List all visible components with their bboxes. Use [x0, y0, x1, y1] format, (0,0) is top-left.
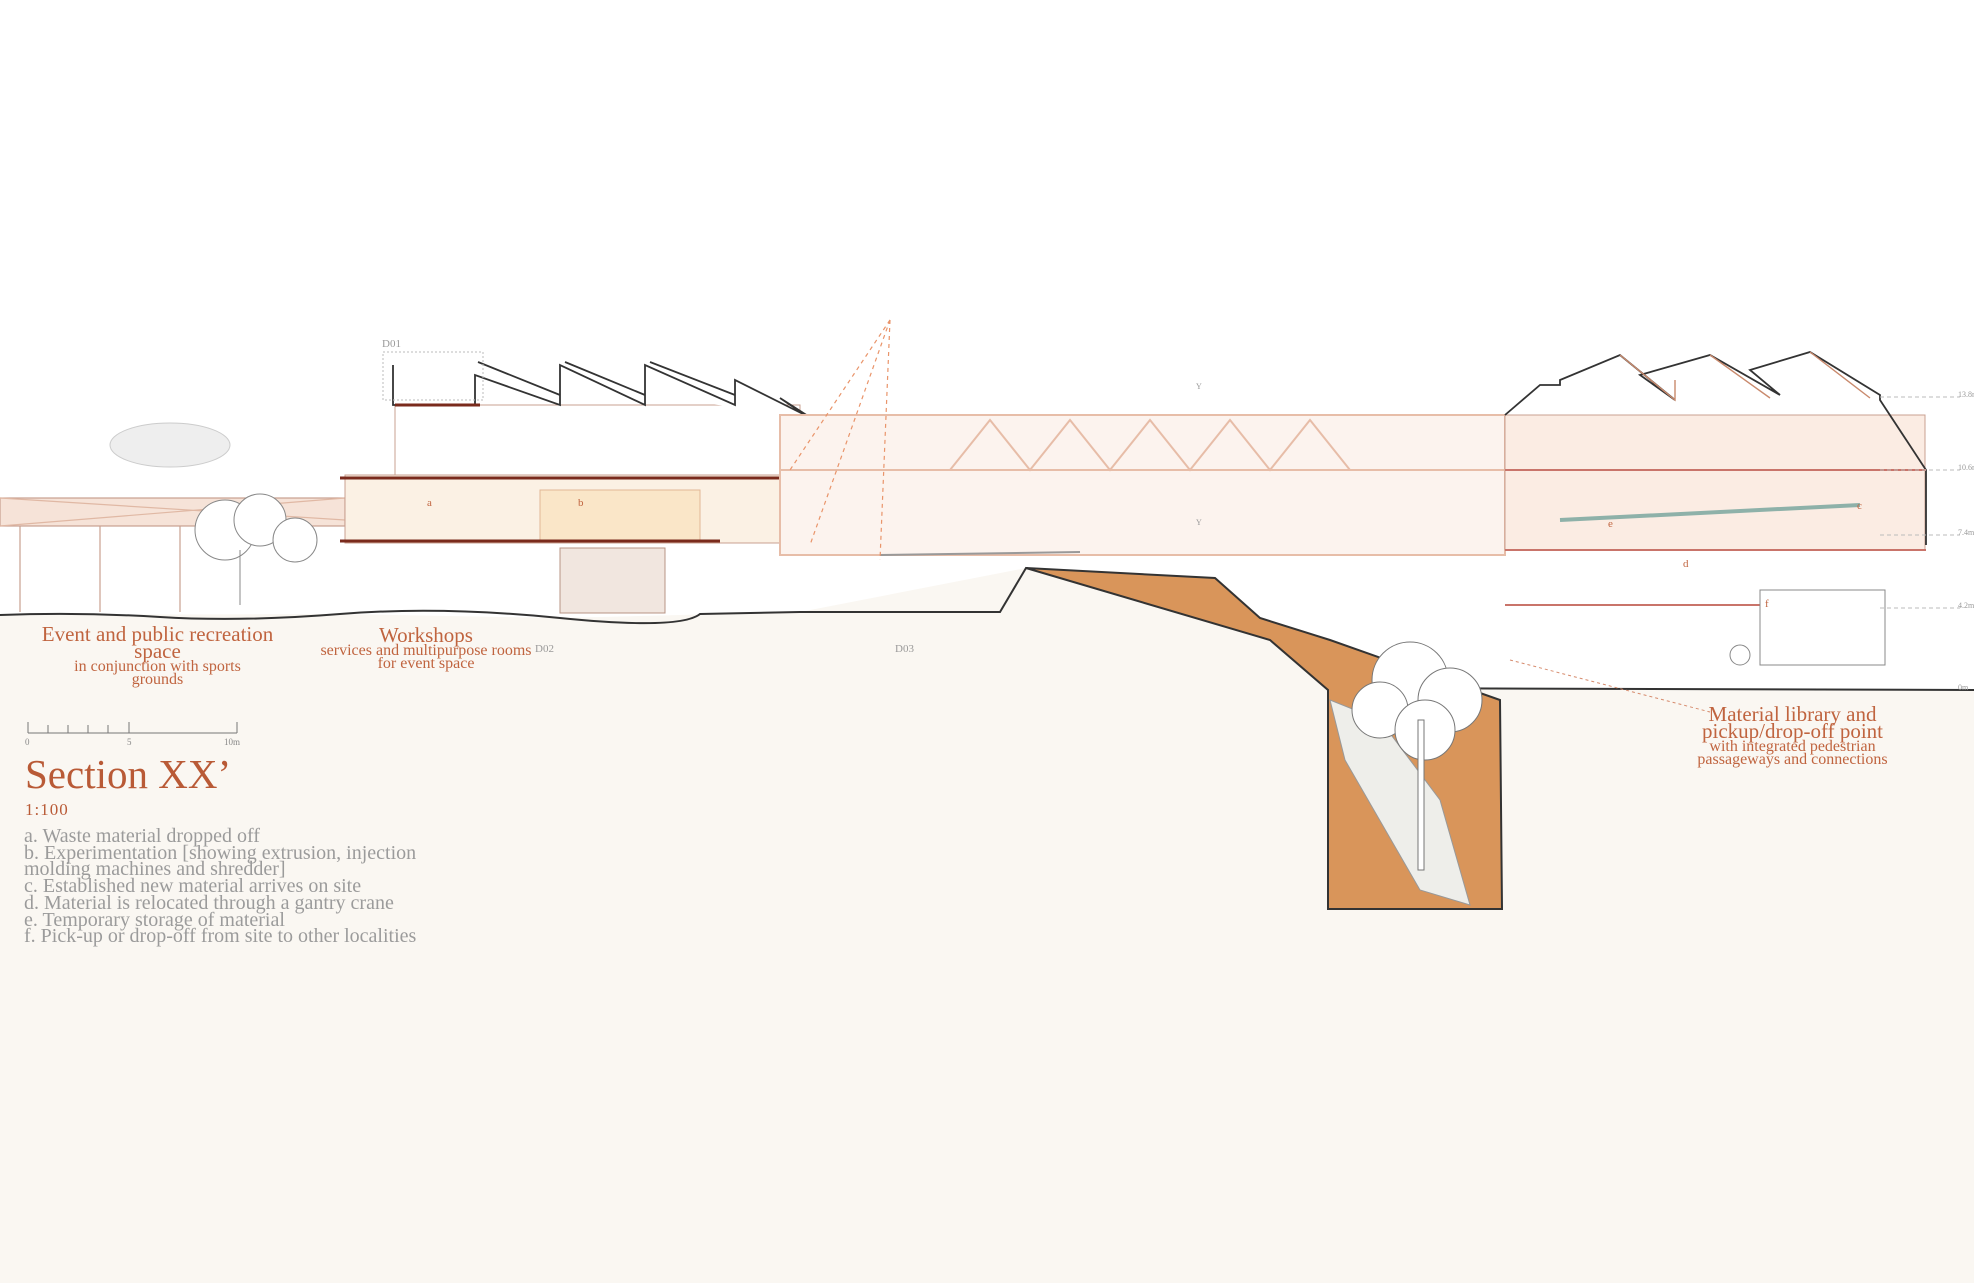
scale-ratio: 1:100 [25, 800, 69, 819]
bridge-truss [779, 414, 1506, 556]
room-letter-d: d [1683, 558, 1689, 570]
room-letter-e: e [1608, 518, 1613, 530]
label-event-title: Event and public recreation space [41, 622, 274, 663]
level-label: 4.2m [1958, 601, 1974, 610]
label-material-library: Material library and pickup/drop-off poi… [1680, 702, 1905, 768]
ground-line [0, 566, 1974, 691]
sun-angle-lines [789, 319, 891, 561]
axis-mark-y: Y [1196, 382, 1202, 391]
label-library-sub: with integrated pedestrian passageways a… [1697, 738, 1888, 768]
detail-tag-d02: D02 [535, 643, 554, 655]
section-title: Section XX’ [25, 751, 232, 797]
material-library-building [1504, 351, 1927, 666]
scale-bar [27, 722, 238, 734]
legend-item-e: e. Temporary storage of material [24, 908, 285, 931]
legend-item-b: b. Experimentation [showing extrusion, i… [24, 841, 417, 881]
detail-tag-d01: D01 [382, 338, 401, 350]
level-lines [1880, 396, 1960, 609]
legend-item-a: a. Waste material dropped off [24, 825, 260, 847]
scale-tick-5: 5 [127, 737, 132, 747]
level-label: 13.8m [1958, 390, 1974, 399]
axis-mark-y: Y [1196, 518, 1202, 527]
legend-item-f: f. Pick-up or drop-off from site to othe… [24, 925, 417, 948]
label-event-space: Event and public recreation space in con… [20, 622, 295, 688]
detail-tag-d03: D03 [895, 643, 914, 655]
library-leader [1509, 659, 1711, 713]
trees-left [194, 493, 318, 605]
room-letter-a: a [427, 497, 432, 509]
label-workshops: Workshops services and multipurpose room… [320, 623, 532, 672]
room-letter-b: b [578, 497, 584, 509]
label-workshops-sub: services and multipurpose rooms for even… [320, 642, 532, 672]
room-letter-f: f [1765, 598, 1769, 610]
legend: a. Waste material dropped off b. Experim… [24, 825, 474, 948]
legend-item-d: d. Material is relocated through a gantr… [24, 891, 394, 914]
workshop-building [340, 351, 1505, 614]
label-event-sub: in conjunction with sports grounds [74, 658, 241, 688]
level-label: 0m [1958, 683, 1969, 692]
cloud [109, 422, 231, 468]
room-letter-c: c [1857, 500, 1862, 512]
level-label: 7.4m [1958, 528, 1974, 537]
pit-tree [1351, 641, 1483, 871]
label-library-title: Material library and pickup/drop-off poi… [1701, 702, 1883, 743]
level-label: 10.6m [1958, 463, 1974, 472]
label-workshops-title: Workshops [379, 623, 473, 647]
scale-tick-0: 0 [25, 737, 30, 747]
legend-item-c: c. Established new material arrives on s… [24, 875, 362, 898]
scale-tick-10: 10m [224, 737, 241, 747]
